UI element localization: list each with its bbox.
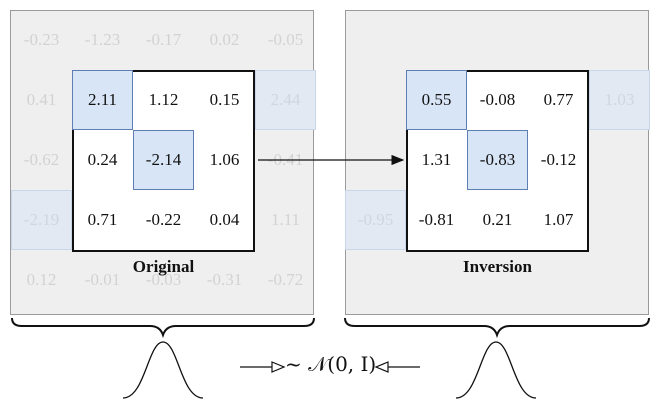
- inversion-cell-r2-c2: -0.83: [467, 130, 528, 190]
- original-cell-r3-c0: -2.19: [11, 190, 72, 250]
- inversion-cell-r3-c3: 1.07: [543, 210, 574, 229]
- original-cell-r1-c1: 2.11: [72, 70, 133, 130]
- original-cell-r3-c1: 0.71: [87, 210, 118, 229]
- original-cell-r3-c3: 0.04: [209, 210, 240, 229]
- original-cell-r2-c3: 1.06: [209, 150, 240, 169]
- inversion-cell-r2-c3: -0.12: [540, 150, 577, 169]
- inversion-cell-r2-c1: 1.31: [421, 150, 452, 169]
- inversion-cell-r1-c2: -0.08: [479, 90, 516, 109]
- original-cell-r0-c3: 0.02: [209, 30, 240, 49]
- original-cell-r2-c0: -0.62: [23, 150, 60, 169]
- original-cell-r0-c0: -0.23: [23, 30, 60, 49]
- original-cell-r2-c2: -2.14: [133, 130, 194, 190]
- normal-distribution-formula: ~ 𝒩(0, I): [285, 352, 377, 376]
- original-cell-r0-c2: -0.17: [145, 30, 182, 49]
- original-cell-r1-c4: 2.44: [255, 70, 316, 130]
- original-cell-r4-c2: -0.03: [145, 270, 182, 289]
- original-cell-r0-c1: -1.23: [84, 30, 121, 49]
- inversion-cell-r1-c3: 0.77: [543, 90, 574, 109]
- original-cell-r3-c2: -0.22: [145, 210, 182, 229]
- original-cell-r4-c0: 0.12: [26, 270, 57, 289]
- original-cell-r1-c2: 1.12: [148, 90, 179, 109]
- inversion-cell-r3-c1: -0.81: [418, 210, 455, 229]
- original-cell-r2-c1: 0.24: [87, 150, 118, 169]
- inversion-cell-r1-c1: 0.55: [406, 70, 467, 130]
- original-cell-r4-c1: -0.01: [84, 270, 121, 289]
- right-gaussian-curve: [455, 341, 537, 399]
- formula-arrowhead-right: [374, 361, 389, 373]
- original-cell-r1-c3: 0.15: [209, 90, 240, 109]
- inversion-cell-r1-c4: 1.03: [589, 70, 650, 130]
- original-cell-r1-c0: 0.41: [26, 90, 57, 109]
- formula-arrowhead-left: [271, 361, 286, 373]
- inversion-caption: Inversion: [463, 257, 532, 276]
- original-cell-r4-c4: -0.72: [267, 270, 304, 289]
- right-brace: [344, 317, 650, 339]
- left-brace: [11, 317, 315, 339]
- inversion-cell-r3-c0: -0.95: [345, 190, 406, 250]
- inversion-cell-r3-c2: 0.21: [482, 210, 513, 229]
- left-gaussian-curve: [122, 341, 204, 399]
- original-cell-r4-c3: -0.31: [206, 270, 243, 289]
- original-caption: Original: [132, 257, 195, 276]
- original-cell-r3-c4: 1.11: [270, 210, 301, 229]
- original-cell-r0-c4: -0.05: [267, 30, 304, 49]
